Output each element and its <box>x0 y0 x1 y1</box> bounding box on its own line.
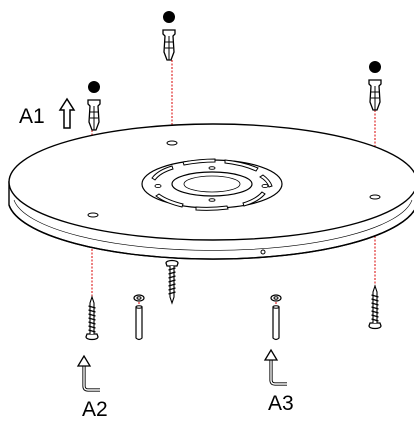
screw <box>165 259 179 304</box>
wall-marker-dot <box>163 11 175 23</box>
spacers <box>133 294 282 341</box>
screw <box>368 285 382 330</box>
wall-marker-dots <box>88 11 381 93</box>
wall-marker-dot <box>88 81 100 93</box>
step-label-a2: A2 <box>82 398 108 421</box>
step-label-a3: A3 <box>268 392 294 415</box>
wall-anchor <box>87 99 101 131</box>
step-label-a1: A1 <box>19 105 45 128</box>
up-arrow-icon <box>58 97 76 129</box>
wall-anchor <box>162 29 176 61</box>
mounting-plate <box>8 123 414 268</box>
screws <box>85 259 382 341</box>
hook-arrows <box>76 348 289 392</box>
spacer <box>270 294 282 341</box>
wall-anchors <box>87 29 382 131</box>
spacer <box>133 294 145 341</box>
wall-anchor <box>368 79 382 111</box>
wall-marker-dot <box>369 61 381 73</box>
hook-arrow-icon <box>263 348 289 386</box>
hook-arrow-icon <box>76 354 102 392</box>
screw <box>85 296 99 341</box>
